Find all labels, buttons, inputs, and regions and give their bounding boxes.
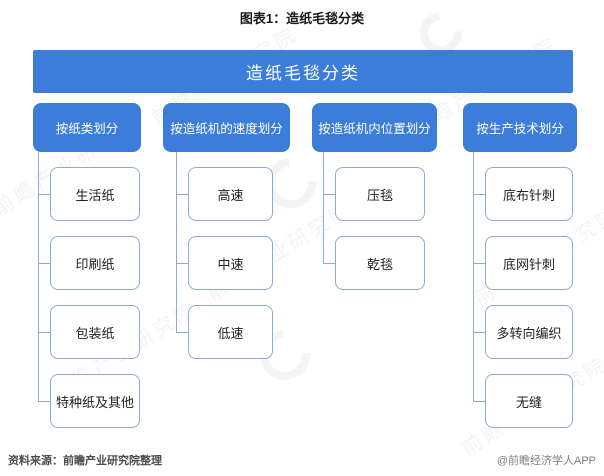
leaf-node: 压毯 bbox=[323, 167, 425, 221]
connector-vline bbox=[323, 152, 324, 264]
leaf-node: 包装纸 bbox=[38, 305, 140, 359]
brand-note: @前瞻经济学人APP bbox=[496, 455, 596, 467]
branch-column-production-tech: 按生产技术划分 底布针刺 底网针刺 多转向编织 无缝 bbox=[463, 103, 577, 428]
category-node-machine-position: 按造纸机内位置划分 bbox=[312, 103, 437, 152]
category-node-machine-speed: 按造纸机的速度划分 bbox=[163, 103, 290, 152]
source-note: 资料来源：前瞻产业研究院整理 bbox=[8, 455, 162, 467]
root-node-label: 造纸毛毯分类 bbox=[246, 64, 360, 83]
category-node-production-tech: 按生产技术划分 bbox=[463, 103, 577, 152]
connector-vline bbox=[176, 152, 177, 333]
leaf-node: 低速 bbox=[176, 305, 273, 359]
branch-column-machine-speed: 按造纸机的速度划分 高速 中速 低速 bbox=[163, 103, 290, 359]
branch-column-machine-position: 按造纸机内位置划分 压毯 乾毯 bbox=[312, 103, 437, 290]
leaf-node: 无缝 bbox=[473, 374, 573, 428]
leaf-node: 多转向编织 bbox=[473, 305, 573, 359]
leaf-node: 生活纸 bbox=[38, 167, 140, 221]
leaf-node: 底网针刺 bbox=[473, 236, 573, 290]
branch-column-paper-type: 按纸类划分 生活纸 印刷纸 包装纸 特种纸及其他 bbox=[33, 103, 141, 428]
leaf-node: 印刷纸 bbox=[38, 236, 140, 290]
figure-title: 图表1：造纸毛毯分类 bbox=[239, 11, 365, 26]
leaf-node: 底布针刺 bbox=[473, 167, 573, 221]
leaf-node: 特种纸及其他 bbox=[38, 374, 140, 428]
leaf-node: 高速 bbox=[176, 167, 273, 221]
root-node: 造纸毛毯分类 bbox=[33, 50, 573, 93]
leaf-node: 中速 bbox=[176, 236, 273, 290]
connector-vline bbox=[38, 152, 39, 402]
leaf-node: 乾毯 bbox=[323, 236, 425, 290]
category-node-paper-type: 按纸类划分 bbox=[33, 103, 141, 152]
connector-vline bbox=[473, 152, 474, 402]
